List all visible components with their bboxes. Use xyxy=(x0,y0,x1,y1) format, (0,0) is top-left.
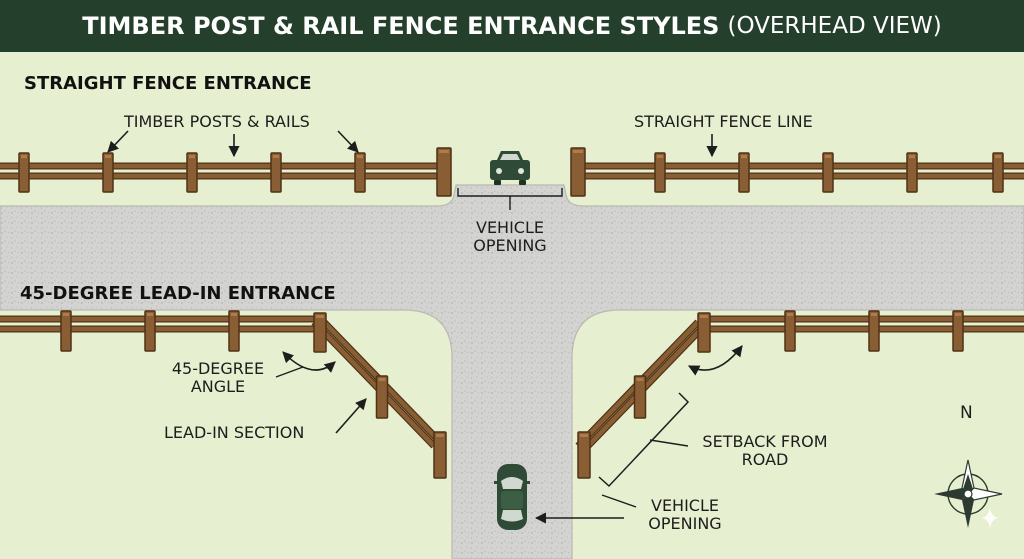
sparkle-icon xyxy=(981,507,999,529)
label-lead-in-section: LEAD-IN SECTION xyxy=(164,423,305,442)
fence-post xyxy=(577,431,591,479)
fence-post-cap xyxy=(657,155,663,158)
label-setback-line1: SETBACK FROM xyxy=(702,432,828,451)
fence-post-cap xyxy=(787,313,793,316)
fence-post-cap xyxy=(909,155,915,158)
label-vehicle-opening-top-line1: VEHICLE xyxy=(476,218,544,237)
label-vehicle-opening-bottom-line2: OPENING xyxy=(648,514,722,534)
fence-post-cap xyxy=(316,315,324,318)
fence-post xyxy=(784,310,796,352)
car-icon xyxy=(490,151,530,185)
fence-post xyxy=(952,310,964,352)
fence-post xyxy=(228,310,240,352)
lead-in-fence-right xyxy=(575,310,1024,479)
fence-post-cap xyxy=(21,155,27,158)
label-fence-line: STRAIGHT FENCE LINE xyxy=(634,112,813,131)
compass-north-label: N xyxy=(960,403,973,423)
fence-post xyxy=(992,152,1004,193)
fence-post-cap xyxy=(580,434,588,437)
label-angle-line1: 45-DEGREE xyxy=(171,359,265,378)
heading-lead-in-entrance: 45-DEGREE LEAD-IN ENTRANCE xyxy=(20,283,336,304)
fence-post xyxy=(868,310,880,352)
fence-post-cap xyxy=(439,150,449,153)
compass-icon xyxy=(934,459,1003,528)
fence-post xyxy=(144,310,156,352)
label-vehicle-opening-bottom: VEHICLE OPENING xyxy=(630,496,740,534)
fence-post-cap xyxy=(436,434,444,437)
fence-post xyxy=(60,310,72,352)
pointer-angle-left xyxy=(275,366,304,378)
label-vehicle-opening-top-line2: OPENING xyxy=(473,236,547,256)
straight-fence-right xyxy=(570,147,1024,197)
fence-post xyxy=(633,375,647,419)
fence-post-cap xyxy=(636,378,644,381)
straight-fence-left xyxy=(0,147,452,197)
fence-post-cap xyxy=(573,150,583,153)
lead-in-fence-left xyxy=(0,310,447,479)
label-vehicle-opening-top: VEHICLE OPENING xyxy=(455,218,565,256)
title-main: TIMBER POST & RAIL FENCE ENTRANCE STYLES xyxy=(82,12,720,40)
fence-post-cap xyxy=(357,155,363,158)
heading-straight-entrance: STRAIGHT FENCE ENTRANCE xyxy=(24,73,312,94)
fence-post xyxy=(436,147,452,197)
fence-post xyxy=(354,152,366,193)
fence-rail xyxy=(312,320,436,448)
fence-post-cap xyxy=(955,313,961,316)
fence-post-cap xyxy=(63,313,69,316)
fence-post xyxy=(654,152,666,193)
setback-dimension xyxy=(598,392,690,488)
fence-post xyxy=(186,152,198,193)
label-setback-line2: ROAD xyxy=(741,450,789,470)
fence-post xyxy=(18,152,30,193)
label-angle-line2: ANGLE xyxy=(190,377,246,397)
fence-post xyxy=(822,152,834,193)
fence-post xyxy=(433,431,447,479)
fence-post xyxy=(102,152,114,193)
pointer-opening-lower xyxy=(601,494,637,508)
fence-post-cap xyxy=(741,155,747,158)
car-icon xyxy=(494,464,530,530)
fence-post-cap xyxy=(825,155,831,158)
fence-post xyxy=(906,152,918,193)
fence-post xyxy=(738,152,750,193)
fence-post xyxy=(313,312,327,353)
fence-post xyxy=(375,375,389,419)
fence-post-cap xyxy=(871,313,877,316)
label-angle-left: 45-DEGREE ANGLE xyxy=(160,359,276,397)
arrow-posts-rails-right xyxy=(337,130,359,153)
pointer-setback xyxy=(649,439,689,447)
fence-post-cap xyxy=(273,155,279,158)
label-setback: SETBACK FROM ROAD xyxy=(680,432,850,470)
fence-post-cap xyxy=(700,315,708,318)
arrow-lead-in-section xyxy=(335,398,367,434)
fence-post-cap xyxy=(189,155,195,158)
arc-angle-left xyxy=(282,351,336,373)
fence-post-cap xyxy=(378,378,386,381)
fence-post-cap xyxy=(231,313,237,316)
title-bar: TIMBER POST & RAIL FENCE ENTRANCE STYLES… xyxy=(0,0,1024,52)
fence-post-cap xyxy=(147,313,153,316)
fence-post xyxy=(697,312,711,353)
title-sub: (OVERHEAD VIEW) xyxy=(727,13,942,39)
fence-post xyxy=(570,147,586,197)
fence-post-cap xyxy=(105,155,111,158)
fence-post-cap xyxy=(995,155,1001,158)
fence-post xyxy=(270,152,282,193)
label-vehicle-opening-bottom-line1: VEHICLE xyxy=(651,496,719,515)
label-posts-rails: TIMBER POSTS & RAILS xyxy=(124,112,310,131)
arrow-posts-rails-left xyxy=(107,130,129,153)
arc-angle-right xyxy=(688,345,743,376)
road-surface xyxy=(0,184,1024,559)
fence-rail xyxy=(586,320,710,448)
